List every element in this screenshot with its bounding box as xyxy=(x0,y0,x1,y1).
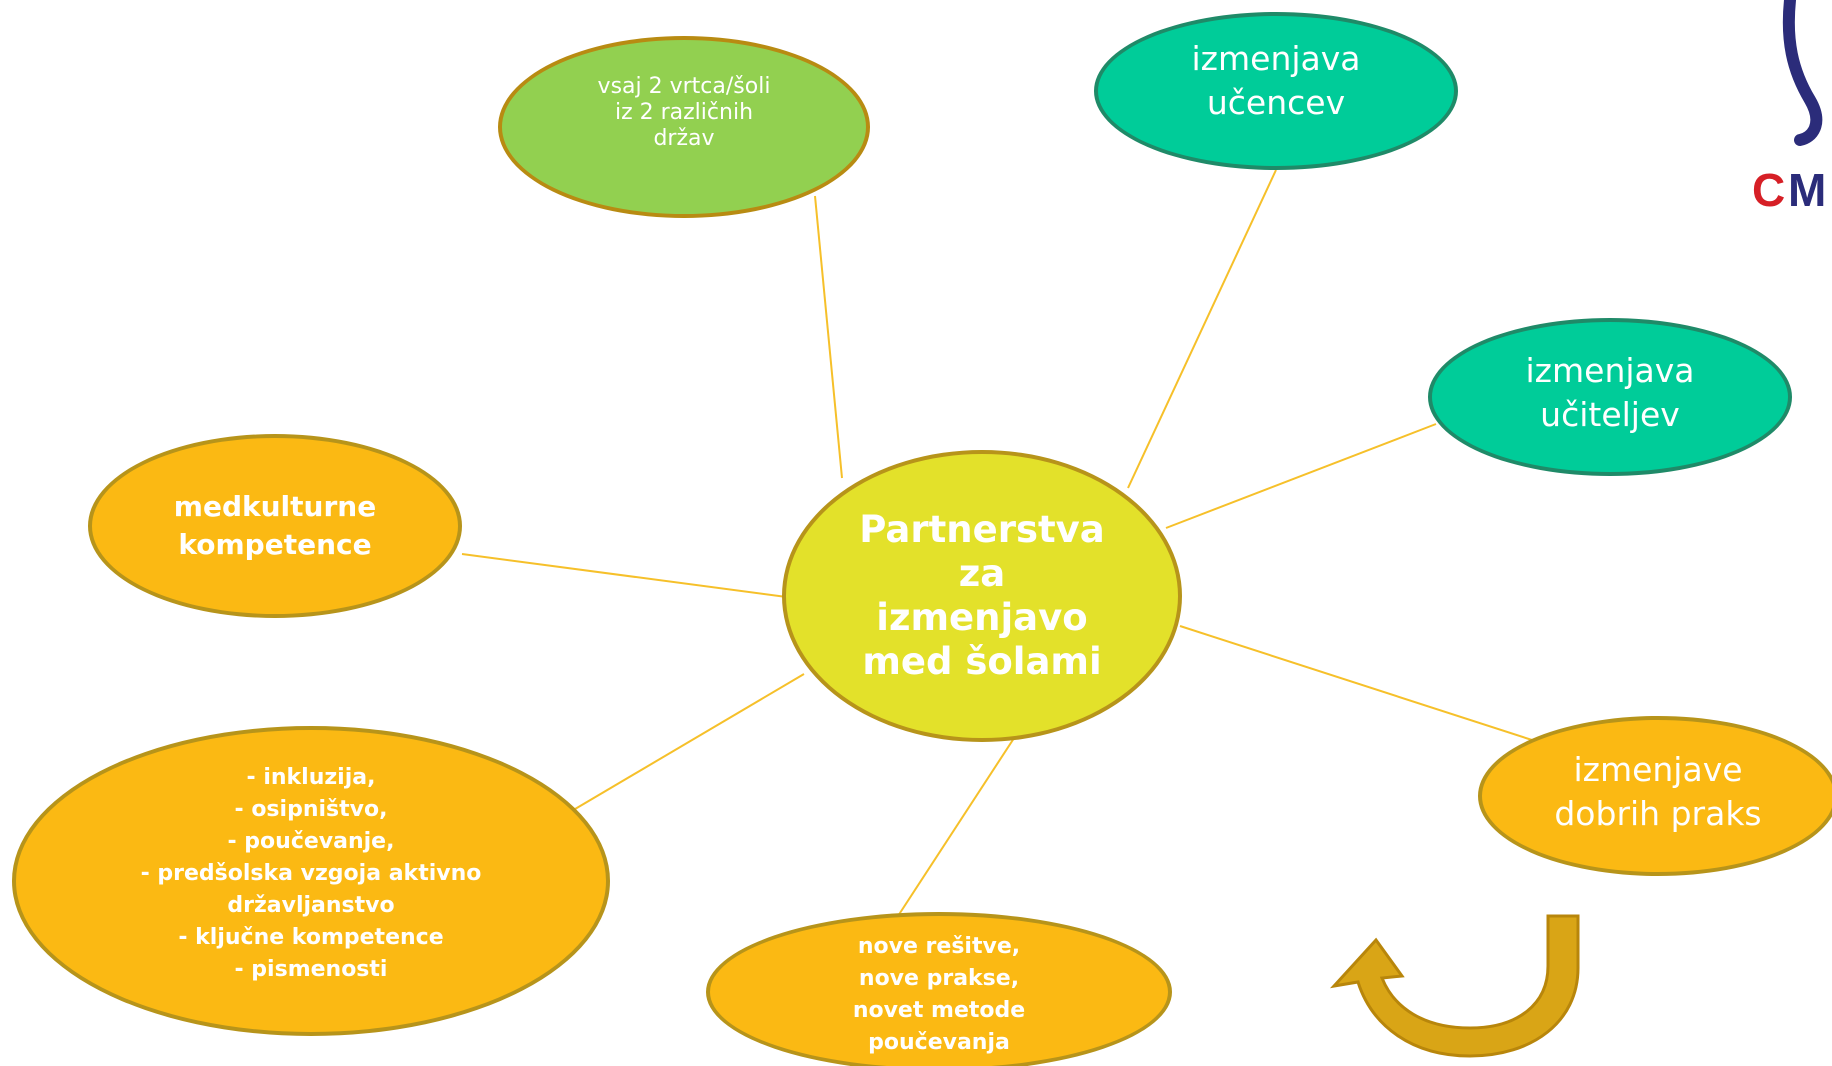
node-izmenjava-ucencev-label: izmenjava učencev xyxy=(1191,39,1361,122)
node-medkulturne-kompetence-label: medkulturne kompetence xyxy=(173,490,377,561)
svg-text:C: C xyxy=(1752,164,1785,216)
central-node: Partnerstva za izmenjavo med šolami xyxy=(782,450,1182,742)
svg-text:M: M xyxy=(1788,164,1826,216)
node-izmenjave-dobrih-praks-label: izmenjave dobrih praks xyxy=(1554,750,1762,833)
connector-vrtca xyxy=(814,195,843,479)
connector-resitve xyxy=(897,731,1019,917)
node-izmenjava-uciteljev-label: izmenjava učiteljev xyxy=(1525,351,1695,434)
node-topics-list-label: - inkluzija, - osipništvo, - poučevanje,… xyxy=(140,765,482,982)
connector-ucencev xyxy=(1127,169,1277,489)
connector-medkulturne xyxy=(461,553,795,599)
node-topics-list: - inkluzija, - osipništvo, - poučevanje,… xyxy=(12,726,610,1036)
node-vrtca: vsaj 2 vrtca/šoli iz 2 različnih držav xyxy=(498,36,870,218)
central-node-label: Partnerstva za izmenjavo med šolami xyxy=(859,508,1105,683)
connector-praks xyxy=(1179,625,1533,741)
node-medkulturne-kompetence: medkulturne kompetence xyxy=(88,434,462,618)
connector-uciteljev xyxy=(1165,423,1437,529)
node-vrtca-label: vsaj 2 vrtca/šoli iz 2 različnih držav xyxy=(597,74,771,151)
cmepius-logo: C M xyxy=(1752,0,1826,216)
node-izmenjave-dobrih-praks: izmenjave dobrih praks xyxy=(1478,716,1832,876)
node-nove-resitve: nove rešitve, nove prakse, novet metode … xyxy=(706,912,1172,1066)
node-nove-resitve-label: nove rešitve, nove prakse, novet metode … xyxy=(852,934,1026,1055)
u-turn-arrow-icon xyxy=(1329,914,1580,1058)
node-izmenjava-uciteljev: izmenjava učiteljev xyxy=(1428,318,1792,476)
node-izmenjava-ucencev: izmenjava učencev xyxy=(1094,12,1458,170)
connector-list xyxy=(569,673,805,813)
